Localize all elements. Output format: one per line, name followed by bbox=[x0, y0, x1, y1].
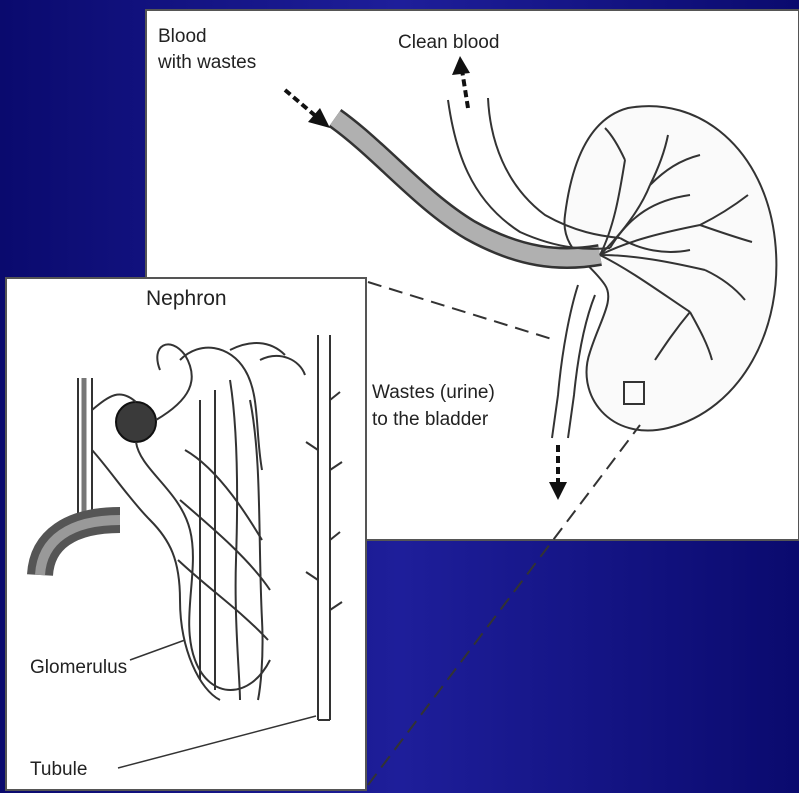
nephron-panel: Nephron bbox=[6, 278, 366, 790]
label-glomerulus: Glomerulus bbox=[30, 657, 127, 678]
label-with-wastes: with wastes bbox=[157, 52, 256, 73]
glomerulus-ball bbox=[116, 402, 156, 442]
nephron-title: Nephron bbox=[146, 287, 227, 310]
label-to-the-bladder: to the bladder bbox=[372, 409, 489, 430]
label-tubule: Tubule bbox=[30, 759, 87, 780]
label-wastes-urine: Wastes (urine) bbox=[372, 382, 495, 403]
label-clean-blood: Clean blood bbox=[398, 32, 499, 53]
label-blood: Blood bbox=[158, 26, 207, 47]
